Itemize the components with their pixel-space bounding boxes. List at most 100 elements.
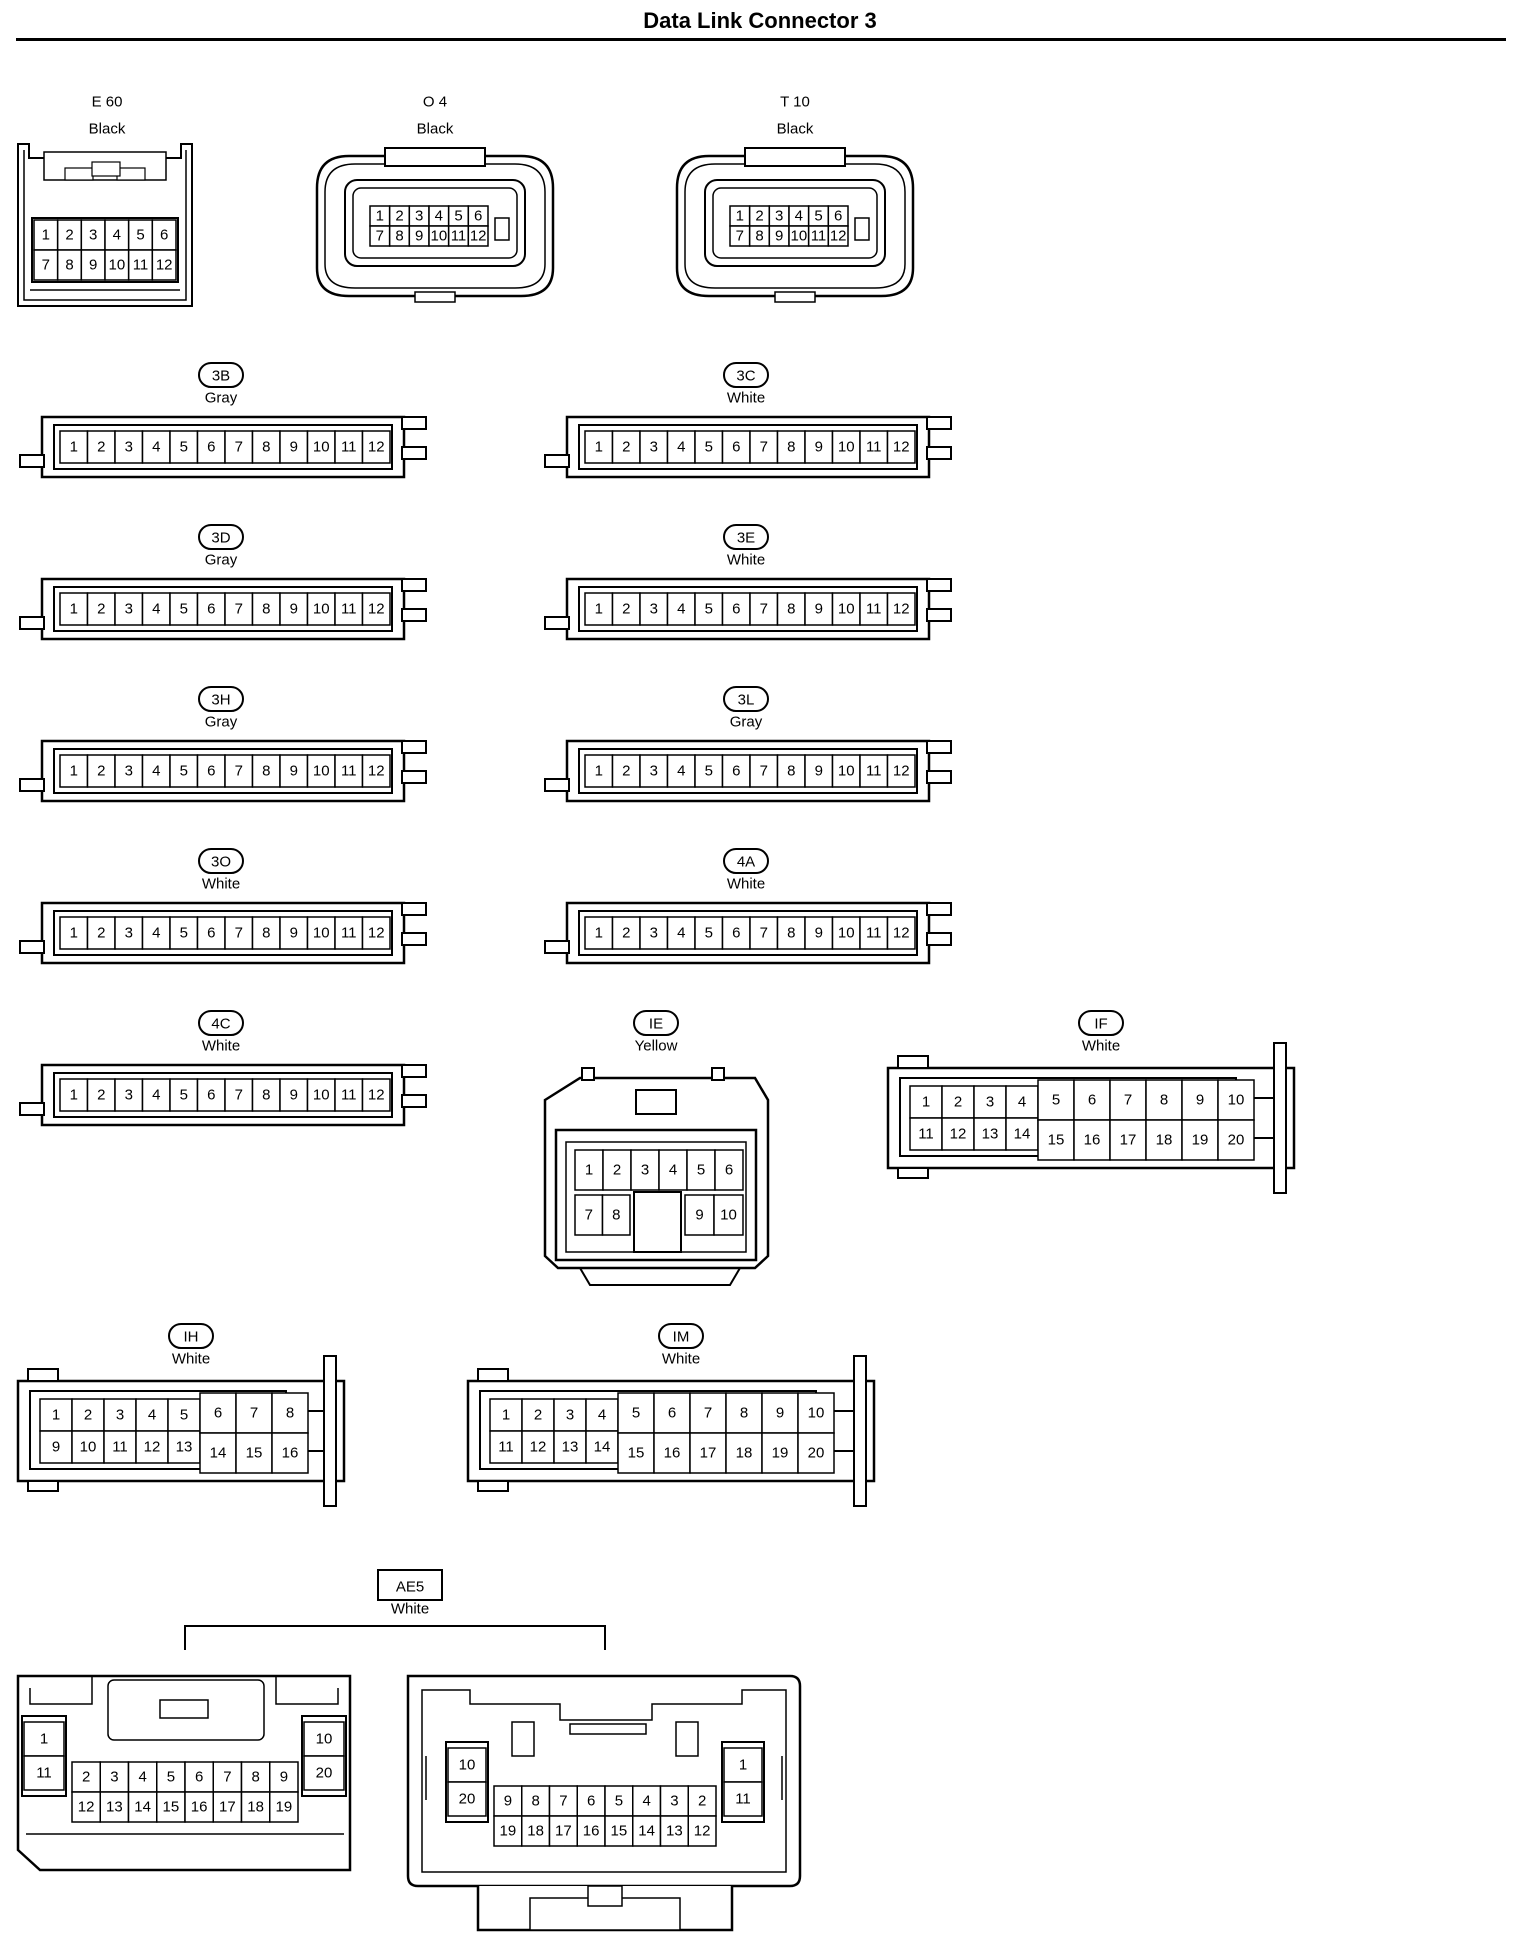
connector-color: White (202, 876, 240, 893)
pin-number: 9 (1196, 1092, 1204, 1109)
pin-number: 4 (795, 208, 803, 225)
pin-number: 8 (787, 763, 795, 780)
pin-cell (886, 430, 916, 464)
pin-number: 6 (587, 1793, 595, 1810)
pin-cell (279, 430, 309, 464)
outline (16, 1674, 352, 1872)
connector-id: AE5 (396, 1579, 424, 1596)
pin-number: 5 (705, 601, 713, 618)
pin-number: 7 (1124, 1092, 1132, 1109)
pin-number: 3 (125, 1087, 133, 1104)
pin-cell (141, 916, 171, 950)
pin-cell (584, 430, 614, 464)
outline (477, 1480, 509, 1492)
pin-number: 6 (834, 208, 842, 225)
pin-cell (199, 1432, 237, 1474)
pin-number: 7 (235, 925, 243, 942)
pin-number: 2 (698, 1793, 706, 1810)
pin-number: 11 (866, 439, 882, 456)
pin-number: 2 (65, 227, 73, 244)
pin-number: 7 (376, 228, 384, 245)
pin-number: 9 (290, 439, 298, 456)
connector-id: T 10 (780, 94, 810, 111)
pin-cell (169, 916, 199, 950)
outline (926, 932, 952, 946)
pin-number: 20 (1228, 1132, 1245, 1149)
pin-number: 6 (668, 1405, 676, 1422)
pin-cell (909, 1085, 943, 1119)
pin-number: 19 (772, 1445, 789, 1462)
pin-cell (361, 1078, 391, 1112)
pin-number: 10 (459, 1757, 476, 1774)
pin-number: 13 (106, 1799, 123, 1816)
pin-number: 1 (376, 208, 384, 225)
pin-number: 4 (152, 763, 160, 780)
pin-number: 11 (735, 1791, 751, 1808)
pin-cell (156, 1761, 186, 1793)
pin-number: 18 (736, 1445, 753, 1462)
pin-number: 11 (341, 1087, 357, 1104)
pin-cell (1037, 1119, 1075, 1161)
pin-cell (306, 592, 336, 626)
outline (544, 616, 570, 630)
pin-number: 3 (116, 1407, 124, 1424)
pin-number: 3 (566, 1407, 574, 1424)
pin-cell (271, 1432, 309, 1474)
pin-number: 4 (113, 227, 121, 244)
pin-cell (86, 430, 116, 464)
pin-cell (713, 1194, 744, 1236)
pin-number: 5 (180, 1407, 188, 1424)
connector-id: O 4 (423, 94, 447, 111)
pin-cell (723, 1781, 763, 1817)
outline (19, 454, 45, 468)
pin-number: 7 (736, 228, 744, 245)
pin-number: 15 (163, 1799, 180, 1816)
pin-cell (721, 916, 751, 950)
pin-number: 10 (313, 925, 330, 942)
pin-number: 5 (705, 439, 713, 456)
pin-cell (251, 592, 281, 626)
outline (401, 1094, 427, 1108)
pin-cell (141, 430, 171, 464)
pin-number: 6 (732, 601, 740, 618)
outline (27, 1368, 59, 1382)
pin-number: 3 (641, 1162, 649, 1179)
pin-number: 10 (838, 925, 855, 942)
pin-cell (725, 1432, 763, 1474)
pin-number: 5 (615, 1793, 623, 1810)
pin-cell (86, 916, 116, 950)
pin-number: 15 (628, 1445, 645, 1462)
outline (401, 740, 427, 754)
pin-number: 3 (650, 439, 658, 456)
pin-cell (721, 754, 751, 788)
pin-cell (251, 430, 281, 464)
connector-color: Black (777, 121, 814, 138)
pin-cell (334, 592, 364, 626)
pin-number: 14 (134, 1799, 151, 1816)
pin-number: 2 (954, 1094, 962, 1111)
pin-number: 6 (160, 227, 168, 244)
connector-id: E 60 (92, 94, 123, 111)
pin-number: 10 (838, 763, 855, 780)
pin-number: 11 (341, 925, 357, 942)
outline (27, 1480, 59, 1492)
pin-number: 6 (195, 1769, 203, 1786)
pin-number: 8 (262, 439, 270, 456)
outline (19, 940, 45, 954)
connector-color: Gray (205, 552, 238, 569)
pin-number: 12 (144, 1439, 161, 1456)
pin-number: 11 (866, 925, 882, 942)
outline (323, 1355, 337, 1507)
page-title: Data Link Connector 3 (643, 8, 877, 33)
pin-cell (684, 1194, 715, 1236)
connector-color: White (172, 1351, 210, 1368)
outline (401, 770, 427, 784)
pin-number: 11 (866, 601, 882, 618)
pin-number: 3 (650, 763, 658, 780)
pin-number: 7 (223, 1769, 231, 1786)
pin-number: 7 (585, 1207, 593, 1224)
